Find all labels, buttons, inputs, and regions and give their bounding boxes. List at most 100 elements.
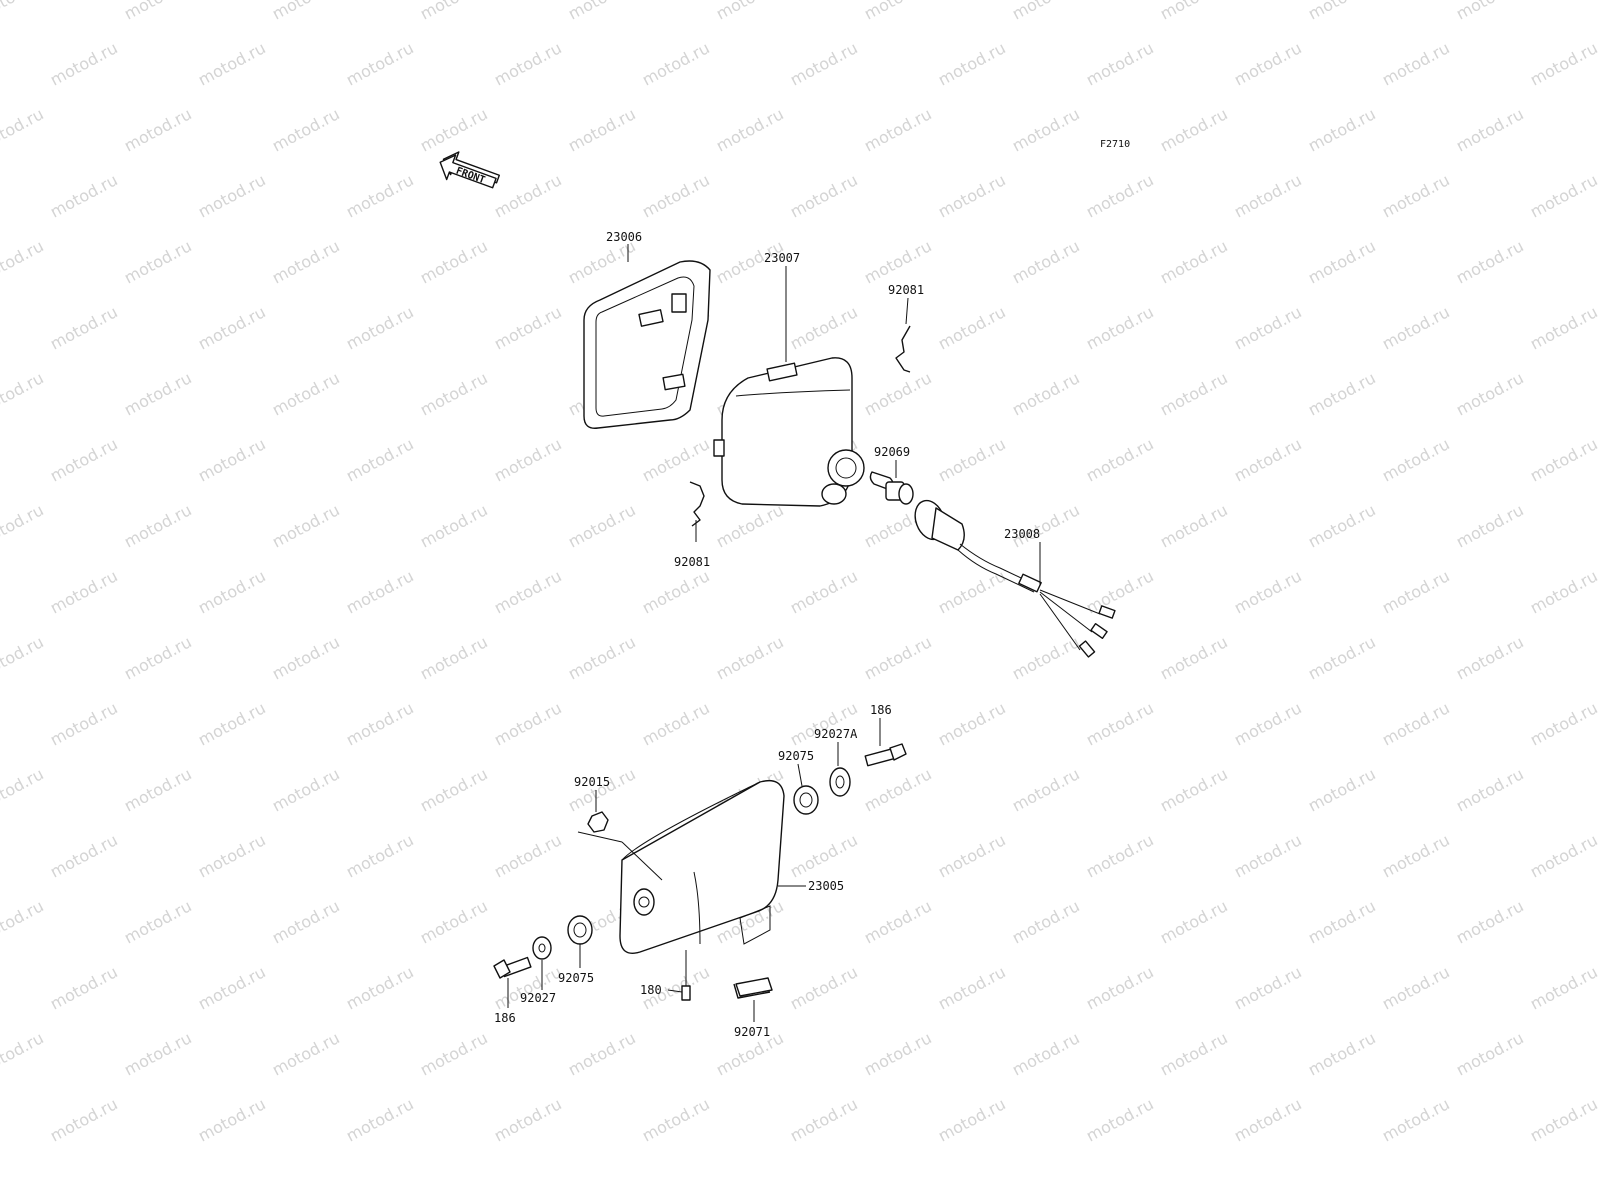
- watermark-text: motod.ru: [565, 500, 639, 551]
- cushion-pad: [733, 977, 773, 999]
- watermark-text: motod.ru: [1157, 236, 1231, 287]
- watermark-text: motod.ru: [639, 170, 713, 221]
- watermark-text: motod.ru: [1305, 764, 1379, 815]
- watermark-text: motod.ru: [935, 1094, 1009, 1145]
- watermark-text: motod.ru: [1527, 302, 1600, 353]
- watermark-text: motod.ru: [195, 962, 269, 1013]
- watermark-text: motod.ru: [639, 38, 713, 89]
- watermark-text: motod.ru: [1231, 962, 1305, 1013]
- watermark-text: motod.ru: [1453, 764, 1527, 815]
- watermark-text: motod.ru: [269, 632, 343, 683]
- watermark-text: motod.ru: [491, 302, 565, 353]
- watermark-text: motod.ru: [47, 830, 121, 881]
- watermark-text: motod.ru: [861, 236, 935, 287]
- watermark-text: motod.ru: [1231, 170, 1305, 221]
- headlight-cover: [619, 779, 785, 954]
- watermark-text: motod.ru: [1157, 764, 1231, 815]
- watermark-text: motod.ru: [1379, 698, 1453, 749]
- watermark-text: motod.ru: [935, 566, 1009, 617]
- watermark-text: motod.ru: [1453, 236, 1527, 287]
- watermark-text: motod.ru: [121, 236, 195, 287]
- watermark-text: motod.ru: [1083, 434, 1157, 485]
- watermark-text: motod.ru: [1453, 632, 1527, 683]
- watermark-text: motod.ru: [861, 104, 935, 155]
- watermark-text: motod.ru: [121, 0, 195, 24]
- watermark-text: motod.ru: [195, 38, 269, 89]
- watermark-text: motod.ru: [1379, 434, 1453, 485]
- watermark-text: motod.ru: [491, 1094, 565, 1145]
- watermark-text: motod.ru: [1009, 764, 1083, 815]
- watermark-text: motod.ru: [47, 38, 121, 89]
- watermark-text: motod.ru: [1009, 104, 1083, 155]
- watermark-text: motod.ru: [1157, 368, 1231, 419]
- watermark-text: motod.ru: [269, 500, 343, 551]
- watermark-text: motod.ru: [343, 566, 417, 617]
- watermark-text: motod.ru: [0, 236, 47, 287]
- watermark-text: motod.ru: [417, 500, 491, 551]
- watermark-text: motod.ru: [713, 632, 787, 683]
- watermark-text: motod.ru: [269, 236, 343, 287]
- bolt-186-top: [864, 743, 907, 767]
- watermark-text: motod.ru: [491, 170, 565, 221]
- watermark-text: motod.ru: [417, 368, 491, 419]
- watermark-text: motod.ru: [121, 764, 195, 815]
- watermark-text: motod.ru: [343, 1094, 417, 1145]
- watermark-text: motod.ru: [0, 632, 47, 683]
- watermark-text: motod.ru: [861, 1028, 935, 1079]
- watermark-text: motod.ru: [787, 1094, 861, 1145]
- watermark-text: motod.ru: [491, 434, 565, 485]
- watermark-text: motod.ru: [1231, 302, 1305, 353]
- watermark-text: motod.ru: [935, 698, 1009, 749]
- watermark-text: motod.ru: [1083, 38, 1157, 89]
- spring-clip-left: [689, 481, 705, 527]
- watermark-text: motod.ru: [935, 830, 1009, 881]
- watermark-text: motod.ru: [1157, 500, 1231, 551]
- watermark-text: motod.ru: [1231, 434, 1305, 485]
- headlight-bulb: [869, 471, 914, 505]
- watermark-text: motod.ru: [1231, 1094, 1305, 1145]
- watermark-text: motod.ru: [343, 38, 417, 89]
- watermark-text: motod.ru: [1083, 962, 1157, 1013]
- watermark-text: motod.ru: [1527, 1094, 1600, 1145]
- watermark-text: motod.ru: [417, 896, 491, 947]
- watermark-text: motod.ru: [1527, 170, 1600, 221]
- watermark-text: motod.ru: [47, 962, 121, 1013]
- figure-code: F2710: [1100, 139, 1130, 150]
- watermark-text: motod.ru: [1379, 962, 1453, 1013]
- watermark-text: motod.ru: [639, 698, 713, 749]
- headlight-rim: [583, 260, 711, 429]
- watermark-text: motod.ru: [713, 500, 787, 551]
- watermark-text: motod.ru: [1231, 830, 1305, 881]
- watermark-text: motod.ru: [47, 566, 121, 617]
- headlight-housing: [713, 357, 865, 507]
- watermark-text: motod.ru: [935, 38, 1009, 89]
- watermark-text: motod.ru: [1527, 38, 1600, 89]
- watermark-text: motod.ru: [121, 896, 195, 947]
- watermark-text: motod.ru: [269, 0, 343, 24]
- watermark-text: motod.ru: [269, 368, 343, 419]
- watermark-text: motod.ru: [47, 434, 121, 485]
- callout-92027: 92027: [520, 991, 556, 1005]
- watermark-text: motod.ru: [1379, 38, 1453, 89]
- watermark-text: motod.ru: [787, 566, 861, 617]
- watermark-text: motod.ru: [1453, 896, 1527, 947]
- watermark-text: motod.ru: [1305, 632, 1379, 683]
- watermark-text: motod.ru: [343, 698, 417, 749]
- watermark-text: motod.ru: [787, 302, 861, 353]
- watermark-text: motod.ru: [1305, 1028, 1379, 1079]
- watermark-text: motod.ru: [47, 698, 121, 749]
- watermark-text: motod.ru: [121, 1028, 195, 1079]
- watermark-text: motod.ru: [787, 962, 861, 1013]
- watermark-text: motod.ru: [1009, 632, 1083, 683]
- watermark-text: motod.ru: [0, 764, 47, 815]
- watermark-text: motod.ru: [1379, 170, 1453, 221]
- callout-180: 180: [640, 983, 662, 997]
- watermark-text: motod.ru: [787, 38, 861, 89]
- watermark-text: motod.ru: [861, 368, 935, 419]
- watermark-text: motod.ru: [0, 0, 47, 24]
- nut-92015: [587, 811, 609, 833]
- callout-92027A: 92027A: [814, 727, 858, 741]
- watermark-text: motod.ru: [1083, 698, 1157, 749]
- watermark-text: motod.ru: [1305, 368, 1379, 419]
- watermark-text: motod.ru: [195, 170, 269, 221]
